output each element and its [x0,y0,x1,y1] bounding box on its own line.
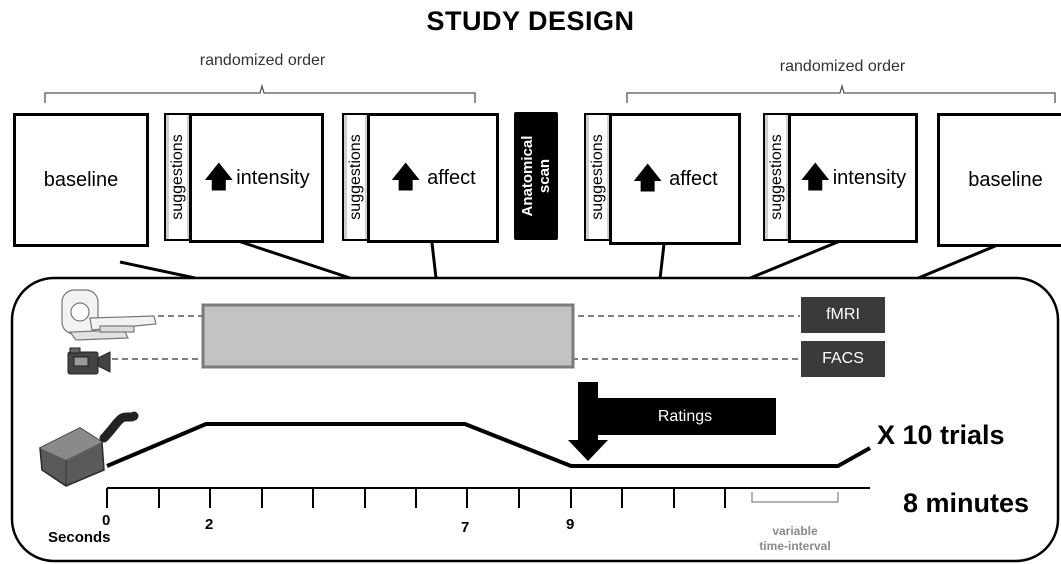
anatomical-scan-block: Anatomical scan [514,112,558,240]
suggestions-label-2: suggestions [347,134,364,220]
up-arrow-icon: 🡅 [632,162,664,195]
block-connectors [119,237,1001,281]
variable-interval-line2: time-interval [759,539,831,553]
timeline-axis [106,487,870,508]
ratings-label: Ratings [657,407,713,425]
up-arrow-icon: 🡅 [799,161,831,194]
total-duration: 8 minutes [903,488,1030,518]
baseline-block-left: baseline [13,113,149,247]
baseline-label-left: baseline [43,168,119,191]
facs-tag: FACS [801,341,885,377]
randomized-order-right: randomized order [779,58,906,75]
suggestions-bar-4: suggestions [763,113,789,241]
thermode-icon [39,411,139,487]
acquisition-window [201,303,575,369]
tick-label-0: 0 [102,512,111,529]
intensity-label-right: intensity [832,166,907,189]
baseline-block-right: baseline [937,113,1061,247]
fmri-tag: fMRI [801,297,885,333]
baseline-label-right: baseline [968,168,1043,191]
suggestions-label-1: suggestions [169,134,186,220]
affect-label-left: affect [427,166,476,189]
up-arrow-icon: 🡅 [203,161,235,194]
suggestions-bar-2: suggestions [342,113,368,241]
affect-block-right: 🡅affect [609,113,741,245]
affect-block-left: 🡅affect [367,113,499,243]
randomized-order-left: randomized order [199,52,326,69]
mri-scanner-icon [61,289,157,341]
up-arrow-icon: 🡅 [390,161,422,194]
suggestions-bar-3: suggestions [584,113,610,241]
tick-label-7: 7 [461,519,470,536]
brace-right [626,83,1056,103]
seconds-label: Seconds [48,529,111,546]
tick-label-9: 9 [566,516,575,533]
camera-icon [67,347,111,375]
variable-interval-bracket [751,492,839,503]
brace-left [44,83,476,103]
stimulus-curve [106,422,871,468]
intensity-label-left: intensity [236,166,310,189]
affect-label-right: affect [669,167,718,190]
intensity-block-right: 🡅intensity [788,113,918,243]
diagram-title: STUDY DESIGN [426,6,635,36]
suggestions-label-4: suggestions [768,134,785,220]
ratings-box: Ratings [578,398,776,435]
anatomical-scan-label: Anatomical scan [519,135,553,217]
trials-count: X 10 trials [877,420,1005,450]
tick-label-2: 2 [205,516,214,533]
suggestions-label-3: suggestions [589,134,606,220]
variable-interval-line1: variable [772,524,818,538]
intensity-block-left: 🡅intensity [189,113,324,243]
variable-interval-label: variable time-interval [735,524,855,554]
rating-arrow-head [568,440,608,461]
suggestions-bar-1: suggestions [164,113,190,241]
